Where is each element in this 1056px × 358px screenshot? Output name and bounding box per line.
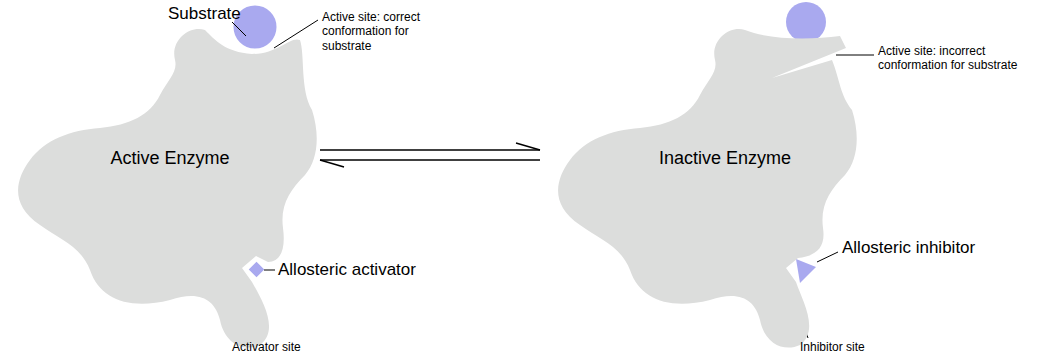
leader-line	[232, 22, 246, 36]
annotation-label: Inhibitor site	[800, 340, 865, 354]
leader-line	[836, 55, 874, 56]
enzyme-outline	[0, 0, 320, 358]
inhibitor-triangle	[796, 259, 816, 283]
leader-line	[817, 252, 838, 262]
enzyme-label: Active Enzyme	[110, 148, 229, 169]
annotation-label: Active site: incorrect conformation for …	[878, 44, 1048, 73]
enzyme-shape: Inactive Enzyme	[540, 0, 880, 358]
annotation-label: Allosteric activator	[278, 260, 416, 280]
substrate-circle	[786, 2, 826, 42]
enzyme-shape: Active Enzyme	[0, 0, 320, 358]
annotation-label: Active site: correct conformation for su…	[322, 10, 457, 53]
enzyme-label: Inactive Enzyme	[659, 148, 791, 169]
annotation-label: Activator site	[232, 340, 301, 354]
annotation-label: Substrate	[168, 4, 241, 24]
enzyme-body	[18, 29, 317, 348]
enzyme-outline	[540, 0, 880, 358]
annotation-label: Allosteric inhibitor	[842, 238, 975, 258]
enzyme-body	[558, 29, 857, 348]
leader-line	[264, 270, 275, 271]
activator-diamond	[247, 260, 265, 278]
equilibrium-arrows	[320, 143, 540, 167]
